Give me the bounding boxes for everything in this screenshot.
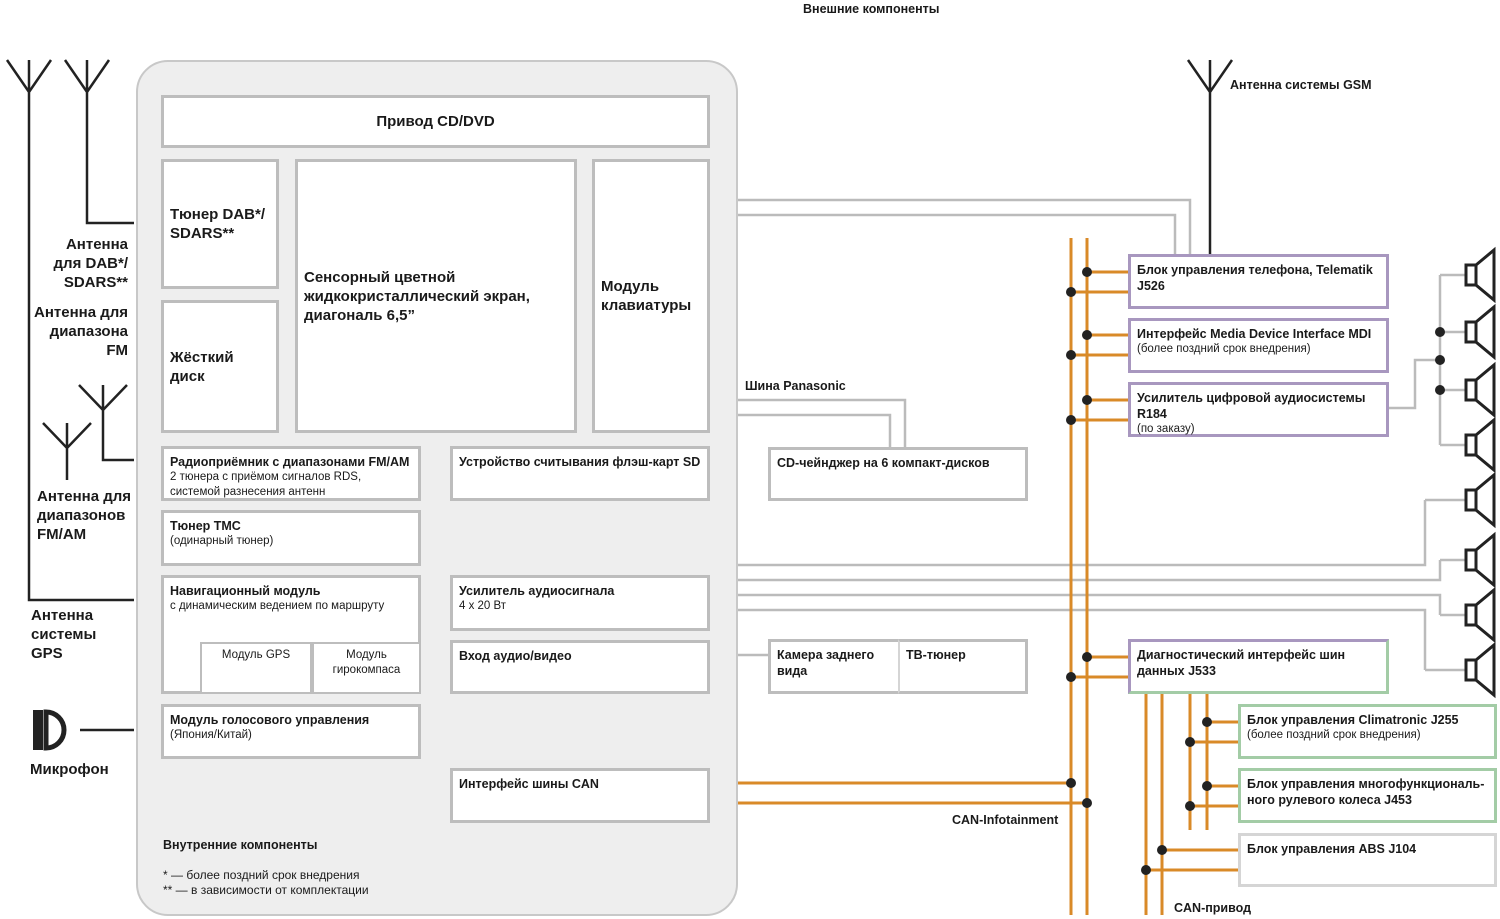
cd-dvd-drive: Привод CD/DVD (161, 95, 710, 148)
antenna-icon (1186, 59, 1234, 256)
antenna-icon (78, 384, 134, 462)
footnote-2: ** — в зависимости от комплектации (163, 883, 369, 897)
speaker-icon (1464, 361, 1496, 419)
speaker-icon (1464, 641, 1496, 699)
dab-antenna-label: Антенна для DAB*/ SDARS** (53, 236, 128, 291)
voice-control-module: Модуль голосового управления(Япония/Кита… (161, 704, 421, 759)
climatronic-control-unit: Блок управления Climatronic J255(более п… (1238, 704, 1497, 759)
microphone-label: Микрофон (30, 761, 109, 778)
speaker-icon (1464, 531, 1496, 589)
tv-tuner: ТВ-тюнер (898, 639, 1028, 694)
phone-control-unit: Блок управления телефона, Telematik J526 (1128, 254, 1389, 309)
gps-module: Модуль GPS (200, 642, 312, 694)
mdi-interface: Интерфейс Media Device Interface MDI(бол… (1128, 318, 1389, 373)
antenna-wires (5, 59, 1234, 732)
sd-card-reader: Устройство считывания флэш-карт SD (450, 446, 710, 501)
page-title: Внешние компоненты (803, 2, 940, 16)
speaker-icon (1464, 586, 1496, 644)
steering-wheel-control-unit: Блок управления многофункциональ-ного ру… (1238, 768, 1497, 823)
microphone-icon (33, 709, 67, 751)
internal-components-title: Внутренние компоненты (163, 838, 318, 852)
can-junctions (1066, 267, 1445, 875)
fm-antenna-label: Антенна для диапазона FM (34, 304, 129, 359)
gps-antenna-label: Антенна системы GPS (31, 607, 97, 662)
dab-tuner: Тюнер DAB*/ SDARS** (161, 159, 279, 289)
touchscreen: Сенсорный цветной жидкокристаллический э… (295, 159, 577, 433)
antenna-icon (42, 422, 92, 480)
gray-wires (736, 198, 1465, 672)
speaker-icon (1464, 471, 1496, 529)
gyro-module: Модуль гирокомпаса (312, 642, 421, 694)
hard-disk: Жёсткий диск (161, 300, 279, 433)
diagnostic-interface: Диагностический интерфейс шин данных J53… (1128, 639, 1389, 694)
can-bus-interface: Интерфейс шины CAN (450, 768, 710, 823)
antenna-icon (5, 59, 134, 602)
rear-camera: Камера заднего вида (768, 639, 898, 694)
antenna-icon (63, 59, 134, 225)
speaker-icon (1464, 303, 1496, 361)
gsm-antenna-label: Антенна системы GSM (1230, 78, 1372, 92)
cd-changer: CD-чейнджер на 6 компакт-дисков (768, 447, 1028, 501)
av-input: Вход аудио/видео (450, 640, 710, 694)
speaker-icon (1464, 246, 1496, 304)
panasonic-bus-label: Шина Panasonic (745, 379, 846, 393)
keyboard-module: Модуль клавиатуры (592, 159, 710, 433)
can-drive-label: CAN-привод (1174, 901, 1252, 915)
fmam-antenna-label: Антенна для диапазонов FM/AM (37, 488, 132, 543)
speakers (1464, 246, 1496, 699)
speaker-icon (1464, 416, 1496, 474)
tmc-tuner: Тюнер TMC(одинарный тюнер) (161, 510, 421, 566)
can-infotainment-label: CAN-Infotainment (952, 813, 1059, 827)
digital-audio-amplifier: Усилитель цифровой аудиосистемы R184(по … (1128, 382, 1389, 437)
footnote-1: * — более поздний срок внедрения (163, 868, 360, 882)
abs-control-unit: Блок управления ABS J104 (1238, 833, 1497, 887)
